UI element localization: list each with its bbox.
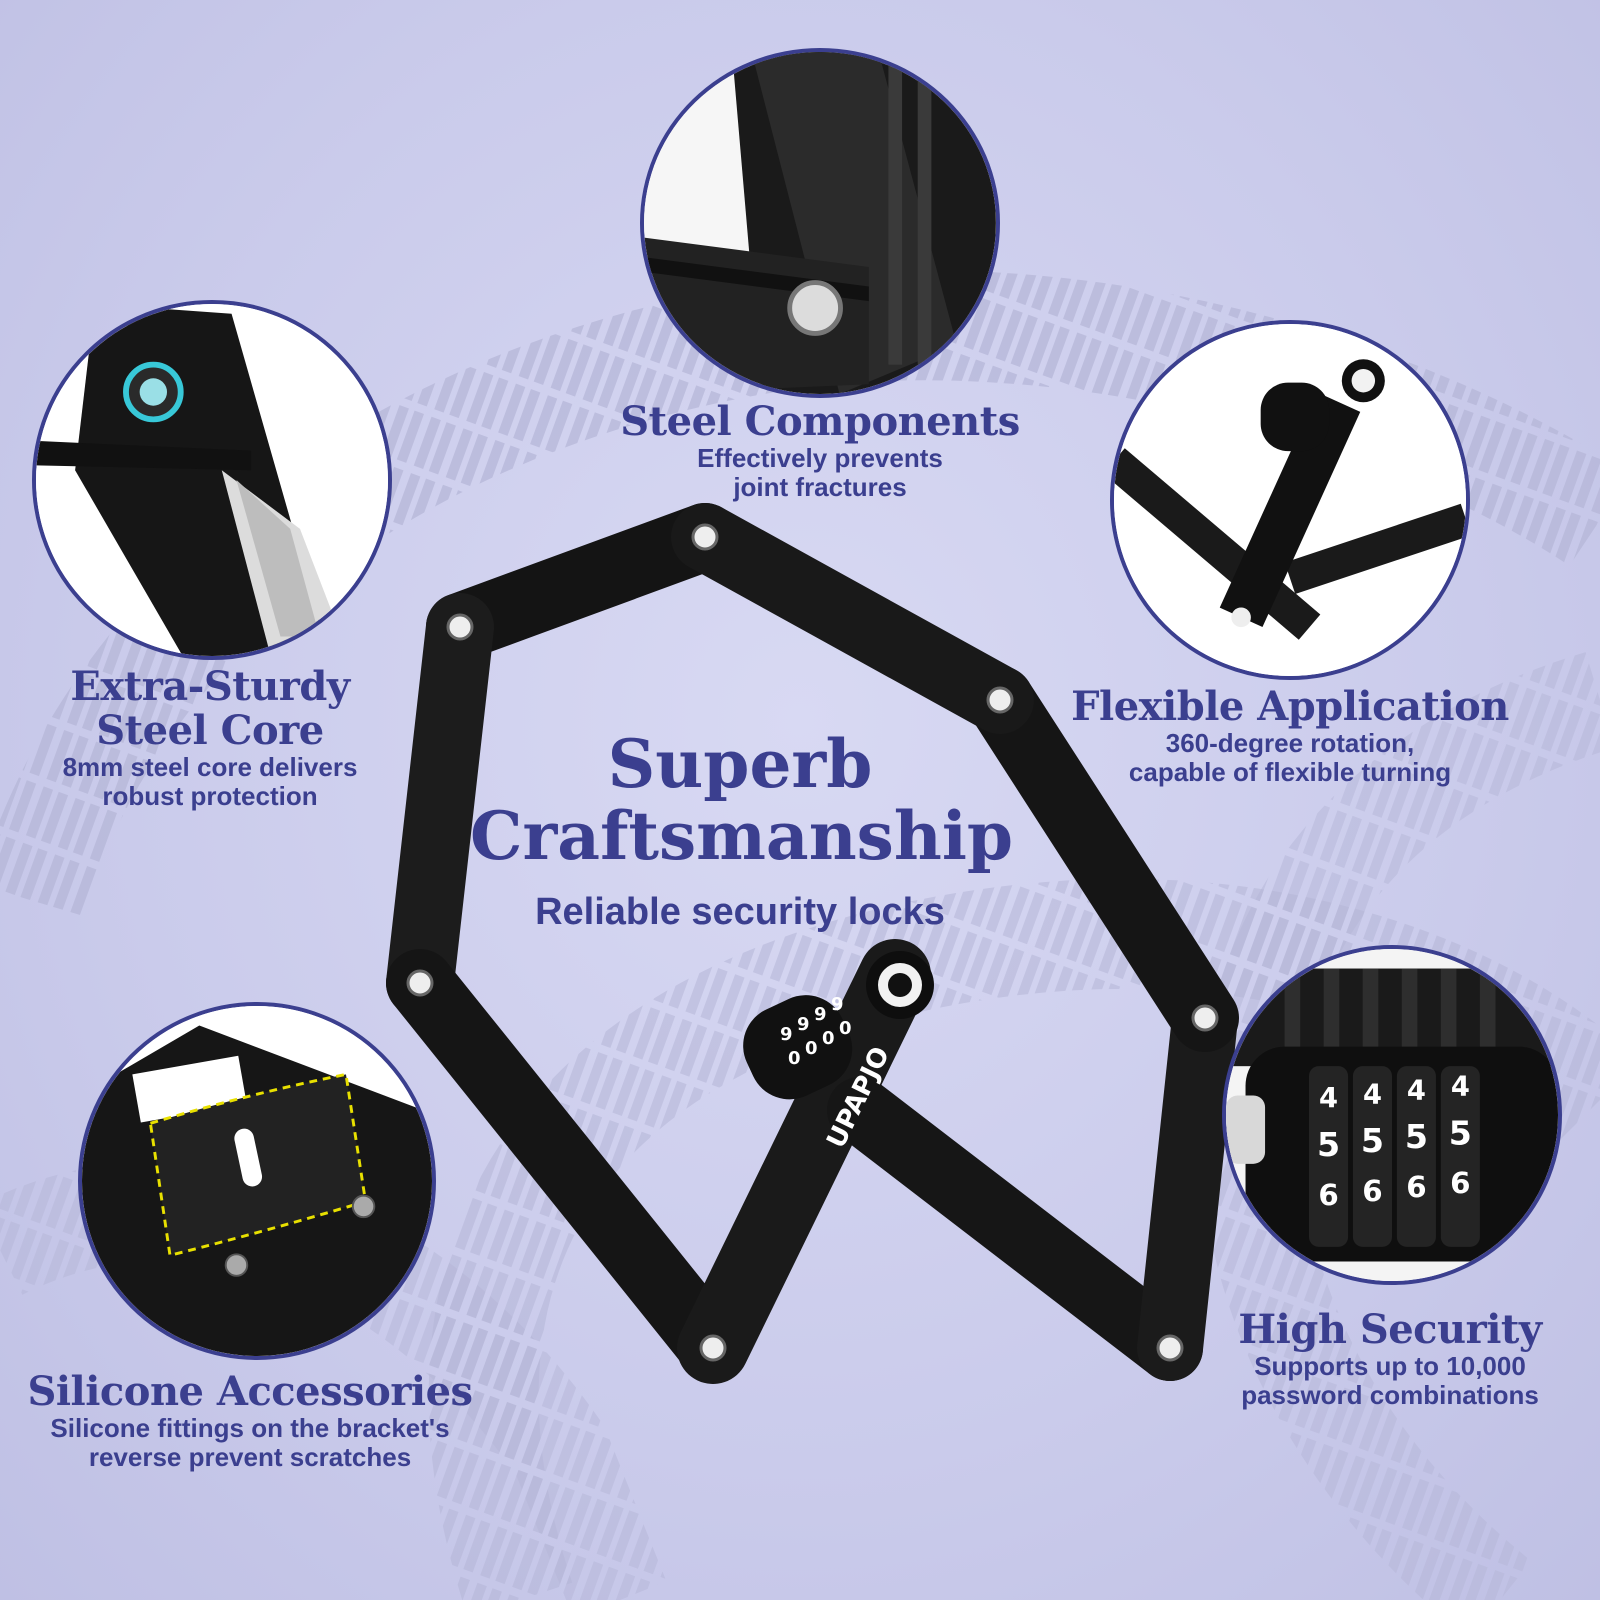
feature-title: Silicone Accessories (27, 1368, 473, 1415)
feature-silicone-accessories: Silicone Accessories Silicone fittings o… (10, 1370, 490, 1472)
feature-title: Steel Components (620, 398, 1020, 445)
rivet (787, 280, 843, 336)
dial-digit: 6 (1406, 1170, 1426, 1204)
feature-flexible-application: Flexible Application 360-degree rotation… (1040, 685, 1540, 787)
closeup-steel-components (640, 48, 1000, 398)
lock-bars (386, 503, 1239, 1384)
feature-desc-line: reverse prevent scratches (88, 1442, 412, 1472)
feature-desc-line: password combinations (1241, 1380, 1539, 1410)
dial-digit: 4 (1319, 1083, 1338, 1114)
rivet (1191, 1004, 1219, 1032)
dial-wheels (1309, 1066, 1480, 1247)
feature-title: High Security (1238, 1306, 1542, 1353)
feature-title-line: Extra-Sturdy (70, 663, 350, 710)
lock-bar (671, 503, 1034, 734)
dial-digit: 6 (1362, 1174, 1382, 1208)
feature-steel-components: Steel Components Effectively prevents jo… (560, 400, 1080, 502)
feature-desc-line: Supports up to 10,000 (1254, 1351, 1526, 1381)
lock-bar (1137, 985, 1238, 1381)
dial-digit: 9 (797, 1014, 810, 1035)
steel-core-closeup-image (36, 304, 388, 656)
feature-steel-core: Extra-Sturdy Steel Core 8mm steel core d… (20, 665, 400, 811)
feature-desc-line: robust protection (102, 781, 318, 811)
main-subtitle: Reliable security locks (535, 891, 945, 933)
dial-digit: 5 (1361, 1121, 1384, 1160)
center-heading: Superb Craftsmanship Reliable security l… (470, 725, 1014, 934)
steel-joint-closeup-image (644, 52, 996, 394)
dial-digit: 4 (1451, 1071, 1470, 1102)
main-title-line: Craftsmanship (470, 797, 1014, 875)
closeup-high-security: 4 4 4 4 5 5 5 5 6 6 6 6 (1222, 945, 1562, 1285)
lock-bar (966, 666, 1239, 1052)
main-title-line: Superb (607, 725, 873, 803)
lock-bar (386, 949, 747, 1382)
dial-digit: 9 (831, 994, 844, 1015)
feature-high-security: High Security Supports up to 10,000 pass… (1190, 1308, 1590, 1410)
screw (224, 1253, 249, 1277)
dial-digit: 4 (1407, 1075, 1426, 1106)
flexible-rotation-closeup-image (1114, 324, 1466, 676)
feature-desc-line: 360-degree rotation, (1165, 728, 1415, 758)
closeup-steel-core (32, 300, 392, 660)
dial-digit: 4 (1363, 1079, 1382, 1110)
rivet (446, 613, 474, 641)
feature-desc-line: joint fractures (733, 472, 907, 502)
rivet (986, 686, 1014, 714)
dial-digit: 5 (1317, 1125, 1340, 1164)
rivet (1156, 1334, 1184, 1362)
dial-digit: 5 (1449, 1113, 1472, 1152)
screw (351, 1194, 376, 1219)
dial-digit: 5 (1405, 1117, 1428, 1156)
rivet (699, 1334, 727, 1362)
dial-digit: 6 (1318, 1178, 1338, 1212)
dial-digit: 0 (822, 1028, 835, 1049)
closeup-silicone-accessories (78, 1002, 436, 1360)
rivet (691, 523, 719, 551)
feature-desc-line: Effectively prevents (697, 443, 943, 473)
lock-bar (386, 593, 494, 1017)
feature-title: Flexible Application (1071, 683, 1509, 730)
dial-digit: 0 (839, 1018, 852, 1039)
lock-bar (677, 939, 931, 1384)
lock-rivets (406, 523, 1219, 1362)
lock-bar (426, 503, 739, 661)
feature-desc-line: 8mm steel core delivers (62, 752, 358, 782)
lock-bar (827, 1077, 1203, 1381)
closeup-flexible-application (1110, 320, 1470, 680)
feature-desc-line: capable of flexible turning (1128, 757, 1452, 787)
feature-title-line: Steel Core (96, 707, 324, 754)
dial-closeup-image: 4 4 4 4 5 5 5 5 6 6 6 6 (1226, 949, 1558, 1281)
dial-digit: 9 (780, 1024, 793, 1045)
dial-digit: 0 (788, 1048, 801, 1069)
dial-digit: 9 (814, 1004, 827, 1025)
rivet (406, 969, 434, 997)
silicone-bracket-closeup-image (82, 1006, 432, 1356)
dial-digit: 6 (1450, 1166, 1470, 1200)
dial-digit: 0 (805, 1038, 818, 1059)
feature-desc-line: Silicone fittings on the bracket's (50, 1413, 450, 1443)
